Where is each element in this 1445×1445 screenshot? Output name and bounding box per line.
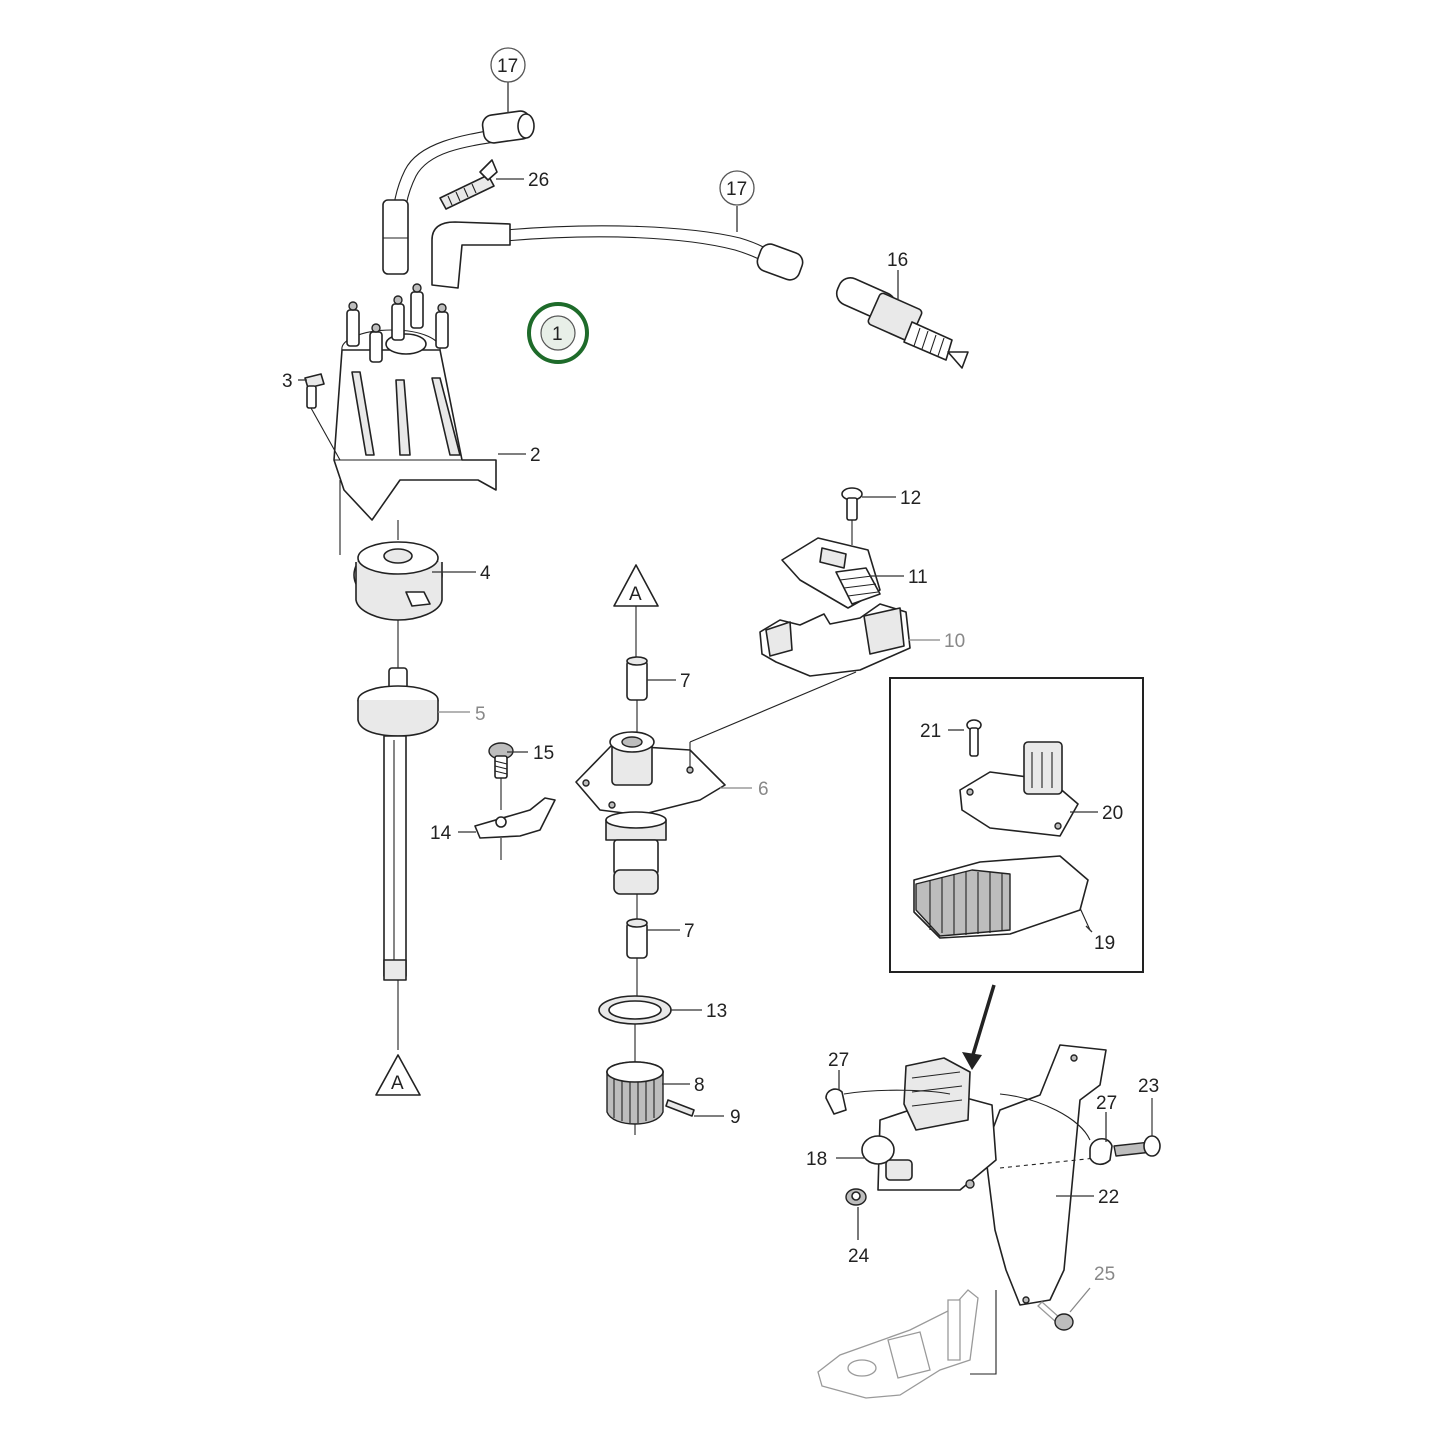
cap-bolt [304, 373, 341, 461]
distributor-cap [333, 283, 497, 521]
callout-11: 11 [908, 567, 928, 588]
clamp-screw [488, 742, 514, 810]
callout-7-lower: 7 [684, 921, 695, 942]
callout-17-top-label: 17 [497, 56, 518, 77]
spark-plug [835, 277, 969, 369]
section-marker-top: A [613, 564, 659, 660]
callout-9: 9 [730, 1107, 741, 1128]
hold-down-clamp [474, 797, 556, 860]
callout-6: 6 [758, 779, 769, 800]
distributor-rotor [339, 480, 443, 668]
section-marker-top-label: A [629, 584, 642, 605]
callout-3: 3 [282, 371, 293, 392]
pickup-plate [575, 731, 726, 816]
heat-sink-module [913, 855, 1091, 939]
inset-arrow [962, 984, 996, 1070]
callout-23: 23 [1138, 1076, 1159, 1097]
callout-7-upper: 7 [680, 671, 691, 692]
sensor-assembly [861, 1057, 1097, 1191]
callout-24: 24 [848, 1246, 870, 1267]
main-callout-1-label: 1 [552, 324, 563, 345]
callout-13: 13 [706, 1001, 727, 1022]
bracket-nut-24 [845, 1188, 867, 1206]
callout-4: 4 [480, 563, 491, 584]
drive-gear [606, 1061, 664, 1135]
callout-17-right-label: 17 [726, 179, 747, 200]
module-bracket [689, 603, 911, 768]
main-callout-1: 1 [527, 302, 589, 364]
ignition-module [781, 537, 881, 609]
ignition-wire-upright [382, 110, 535, 275]
section-marker-bottom-label: A [391, 1073, 404, 1094]
callout-12: 12 [900, 488, 921, 509]
wire-clip [439, 159, 498, 210]
callout-17-top: 17 [490, 47, 526, 83]
bushing-upper [626, 656, 648, 738]
ignition-wire-angled [431, 221, 804, 289]
callout-22: 22 [1098, 1187, 1119, 1208]
callout-18: 18 [806, 1149, 827, 1170]
callout-5: 5 [475, 704, 486, 725]
distributor-housing [605, 811, 667, 922]
control-module [959, 741, 1079, 837]
callout-14: 14 [430, 823, 452, 844]
callout-2: 2 [530, 445, 541, 466]
callout-27-right: 27 [1096, 1093, 1117, 1114]
callout-10: 10 [944, 631, 965, 652]
callout-27-left: 27 [828, 1050, 849, 1071]
section-marker-bottom: A [375, 1054, 421, 1096]
callout-26: 26 [528, 170, 549, 191]
distributor-shaft [357, 667, 439, 1050]
callout-8: 8 [694, 1075, 705, 1096]
callout-17-right: 17 [719, 170, 755, 206]
washer [598, 995, 672, 1062]
clip-27-right [1089, 1138, 1113, 1166]
callout-25: 25 [1094, 1264, 1115, 1285]
clip-27-left [825, 1088, 1091, 1141]
module-screw [841, 487, 863, 545]
callout-15: 15 [533, 743, 554, 764]
mounting-bracket [984, 1044, 1107, 1306]
leader-lines [298, 82, 1107, 1313]
bracket-bolt-25 [1037, 1301, 1074, 1331]
inset-screw [966, 719, 982, 757]
callout-19: 19 [1094, 933, 1115, 954]
engine-mount-fragment [817, 1289, 997, 1399]
callout-21: 21 [920, 721, 941, 742]
bushing-lower [626, 918, 648, 996]
roll-pin [665, 1099, 695, 1117]
callout-16: 16 [887, 250, 908, 271]
callout-20: 20 [1102, 803, 1123, 824]
bracket-bolt-23 [1113, 1098, 1161, 1157]
